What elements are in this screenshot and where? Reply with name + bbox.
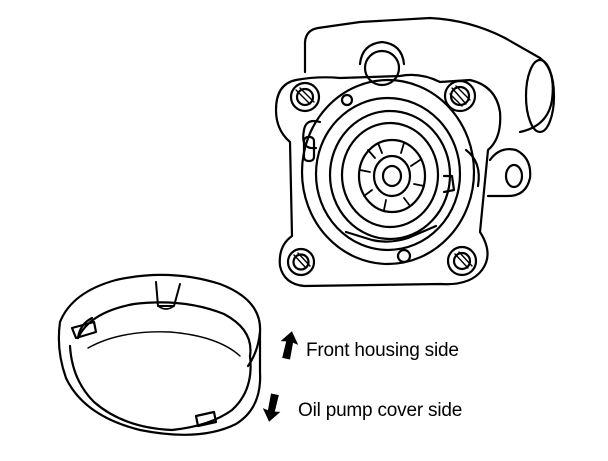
arrow-down-icon (262, 393, 281, 422)
oil-pump-housing (274, 16, 556, 288)
bolt-bosses (286, 79, 478, 277)
front-housing-side-label: Front housing side (306, 340, 459, 361)
oil-pump-cover-side-label: Oil pump cover side (298, 400, 463, 421)
cam-ring (57, 273, 262, 436)
arrow-up-icon (280, 331, 299, 360)
